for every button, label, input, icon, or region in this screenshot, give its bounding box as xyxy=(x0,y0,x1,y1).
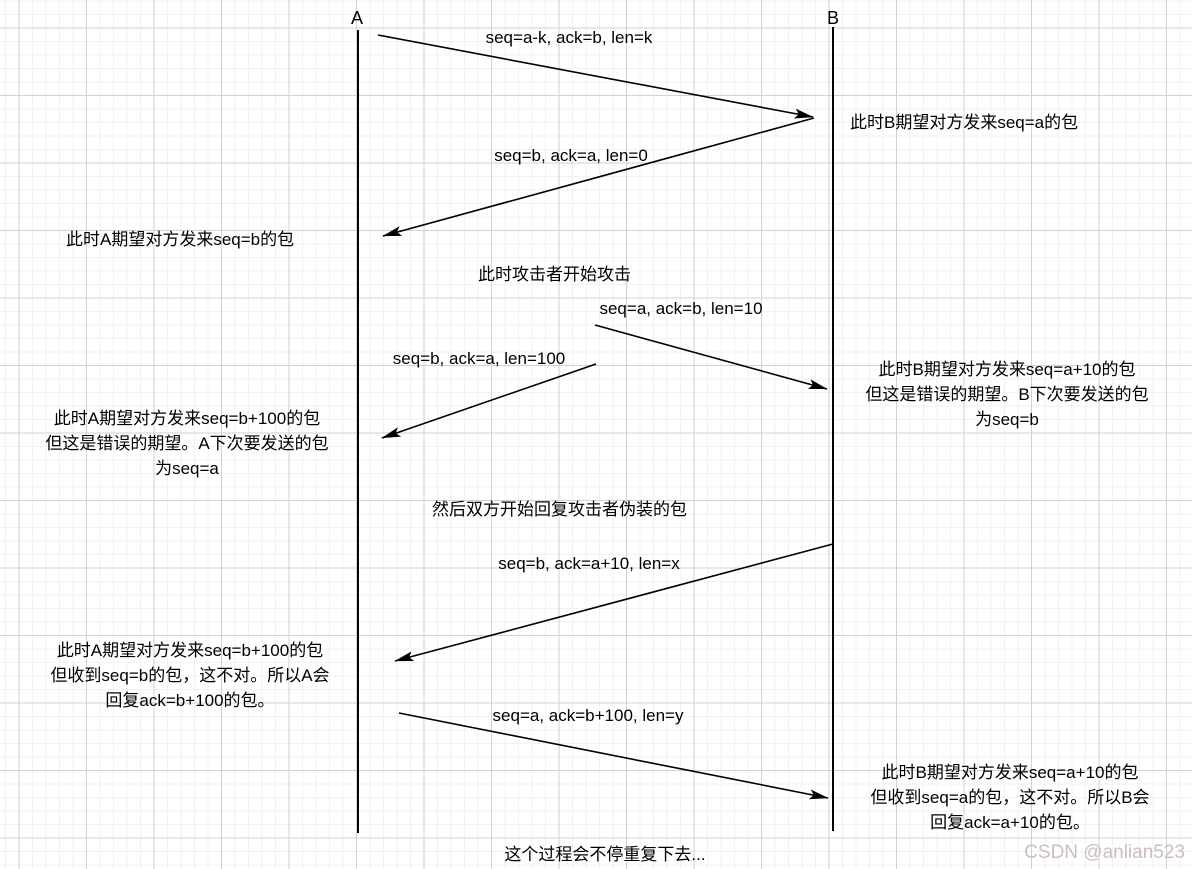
message-label-4: seq=b, ack=a, len=100 xyxy=(392,349,566,368)
note-b-expectation-2: 此时B期望对方发来seq=a+10的包 但这是错误的期望。B下次要发送的包 为s… xyxy=(865,357,1148,432)
note-line: 但收到seq=b的包，这不对。所以A会 xyxy=(50,666,330,685)
message-label-5: seq=b, ack=a+10, len=x xyxy=(498,554,680,573)
note-line: 为seq=b xyxy=(975,410,1039,429)
note-b-expectation-1: 此时B期望对方发来seq=a的包 xyxy=(850,113,1079,132)
message-arrow-2-b-to-a xyxy=(382,117,815,237)
note-reply-start: 然后双方开始回复攻击者伪装的包 xyxy=(432,500,687,519)
message-label-1: seq=a-k, ack=b, len=k xyxy=(485,28,653,47)
note-line: 此时B期望对方发来seq=a+10的包 xyxy=(881,763,1139,782)
note-line: 但这是错误的期望。B下次要发送的包 xyxy=(865,385,1149,404)
note-line: 为seq=a xyxy=(155,459,219,478)
message-arrow-4-attacker-to-a xyxy=(381,363,597,439)
message-label-2: seq=b, ack=a, len=0 xyxy=(494,146,648,165)
actor-b-label: B xyxy=(826,8,840,28)
actor-a-label: A xyxy=(350,8,364,28)
note-footer-repeat: 这个过程会不停重复下去... xyxy=(504,845,706,864)
message-arrow-6-a-to-b xyxy=(398,712,829,800)
note-line: 此时B期望对方发来seq=a+10的包 xyxy=(878,360,1136,379)
note-a-expectation-1: 此时A期望对方发来seq=b的包 xyxy=(66,230,295,249)
note-attack-start: 此时攻击者开始攻击 xyxy=(478,265,631,284)
message-label-3: seq=a, ack=b, len=10 xyxy=(599,299,763,318)
note-line: 回复ack=b+100的包。 xyxy=(105,691,275,710)
message-arrow-5-b-to-a xyxy=(394,543,834,662)
note-a-expectation-3: 此时A期望对方发来seq=b+100的包 但收到seq=b的包，这不对。所以A会… xyxy=(50,638,329,713)
message-arrow-1-a-to-b xyxy=(377,34,814,119)
note-line: 回复ack=a+10的包。 xyxy=(930,813,1090,832)
note-a-expectation-2: 此时A期望对方发来seq=b+100的包 但这是错误的期望。A下次要发送的包 为… xyxy=(45,406,328,481)
note-line: 但这是错误的期望。A下次要发送的包 xyxy=(45,434,329,453)
note-b-expectation-3: 此时B期望对方发来seq=a+10的包 但收到seq=a的包，这不对。所以B会 … xyxy=(870,760,1149,835)
message-label-6: seq=a, ack=b+100, len=y xyxy=(492,706,684,725)
note-line: 此时A期望对方发来seq=b+100的包 xyxy=(56,641,324,660)
note-line: 此时A期望对方发来seq=b+100的包 xyxy=(53,409,321,428)
note-line: 但收到seq=a的包，这不对。所以B会 xyxy=(870,788,1150,807)
csdn-watermark: CSDN @anlian523 xyxy=(1024,842,1185,863)
message-arrow-3-attacker-to-b xyxy=(594,324,828,390)
